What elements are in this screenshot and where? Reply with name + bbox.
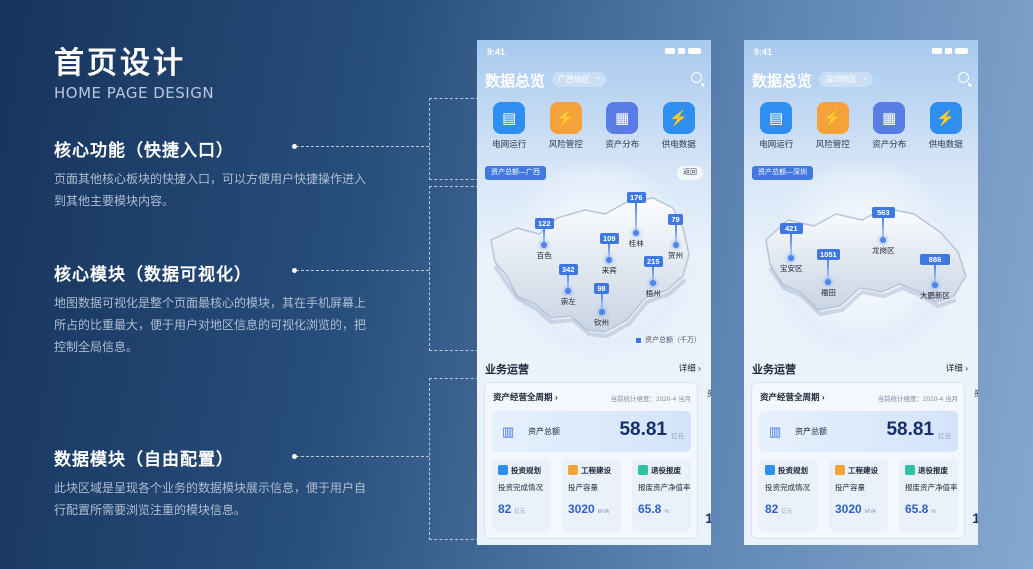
map-label: 资产总额—广西 — [485, 166, 546, 180]
quick-item-risk[interactable]: ⚡风险管控 — [807, 102, 859, 150]
connector-data-arrow — [296, 456, 429, 457]
search-icon[interactable] — [958, 72, 969, 83]
phone-guangxi: 9:41 数据总览 广西地区 ▤电网运行 ⚡风险管控 ▦资产分布 ⚡供电数据 资… — [477, 40, 711, 545]
connector-map-dot — [292, 268, 297, 273]
shenzhen-map-shape — [765, 207, 967, 317]
section-map-desc: 地图数据可视化是整个页面最核心的模块，其在手机屏幕上所占的比重最大，便于用户对地… — [54, 296, 367, 354]
asset-cycle-card: 资产经营全周期 › 当前统计维度：2020-4 当月 ▥ 资产总额 58.81 … — [751, 382, 965, 539]
next-card-peek: 1 — [972, 510, 978, 526]
next-card-peek: 1 — [705, 510, 711, 526]
building-icon: ▦ — [873, 102, 906, 134]
guangxi-map-shape — [490, 197, 690, 339]
detail-link[interactable]: 详细 › — [678, 363, 701, 373]
map-shenzhen — [744, 180, 978, 350]
connector-quick — [429, 98, 479, 180]
shield-icon: ⚡ — [816, 102, 849, 134]
grid-icon: ▤ — [760, 102, 793, 134]
grid-icon: ▤ — [493, 102, 526, 134]
power-icon: ⚡ — [929, 102, 962, 134]
map-legend: 资产总额（千万） — [636, 335, 701, 345]
invest-icon — [765, 465, 775, 475]
connector-data — [429, 378, 479, 540]
search-icon[interactable] — [691, 72, 702, 83]
quick-entry-grid: ▤电网运行 ⚡风险管控 ▦资产分布 ⚡供电数据 — [744, 102, 978, 150]
region-selector[interactable]: 深圳地区 — [819, 69, 873, 87]
quick-item-grid-run[interactable]: ▤电网运行 — [483, 102, 535, 150]
connector-quick-arrow — [296, 146, 429, 147]
section-map-title: 核心模块（数据可视化） — [54, 265, 252, 285]
building-icon: ▥ — [769, 424, 782, 439]
total-asset-value: 58.81 — [619, 419, 667, 440]
build-icon — [835, 465, 845, 475]
asset-cycle-card: 资产经营全周期 › 当前统计维度：2020-4 当月 ▥ 资产总额 58.81 … — [484, 382, 698, 539]
status-time: 9:41 — [754, 47, 773, 57]
connector-quick-dot — [292, 144, 297, 149]
page-subtitle: HOME PAGE DESIGN — [54, 84, 215, 102]
retire-icon — [905, 465, 915, 475]
next-card-peek-label: 资 — [707, 388, 711, 399]
app-title: 数据总览 — [485, 73, 546, 90]
next-card-peek-label: 资 — [974, 388, 978, 399]
power-icon: ⚡ — [662, 102, 695, 134]
card-title[interactable]: 资产经营全周期 › — [493, 392, 558, 402]
quick-item-power[interactable]: ⚡供电数据 — [653, 102, 705, 150]
section-data-title: 数据模块（自由配置） — [54, 450, 234, 470]
quick-entry-grid: ▤电网运行 ⚡风险管控 ▦资产分布 ⚡供电数据 — [477, 102, 711, 150]
detail-link[interactable]: 详细 › — [945, 363, 968, 373]
building-icon: ▦ — [606, 102, 639, 134]
map-label: 资产总额—深圳 — [752, 166, 813, 180]
page-title: 首页设计 — [54, 46, 186, 81]
quick-item-assets[interactable]: ▦资产分布 — [596, 102, 648, 150]
section-quick-entry-desc: 页面其他核心板块的快捷入口，可以方便用户快捷操作进入到其他主要模块内容。 — [54, 172, 367, 208]
quick-item-grid-run[interactable]: ▤电网运行 — [750, 102, 802, 150]
phone-shenzhen: 9:41 数据总览 深圳地区 ▤电网运行 ⚡风险管控 ▦资产分布 ⚡供电数据 资… — [744, 40, 978, 545]
map-guangxi — [477, 180, 711, 350]
invest-icon — [498, 465, 508, 475]
region-selector[interactable]: 广西地区 — [552, 69, 606, 87]
card-date: 当前统计维度：2020-4 当月 — [877, 396, 958, 403]
build-icon — [568, 465, 578, 475]
building-icon: ▥ — [502, 424, 515, 439]
section-data-desc: 此块区域是呈现各个业务的数据模块展示信息，便于用户自行配置所需要浏览注重的模块信… — [54, 481, 367, 517]
biz-title: 业务运营 — [485, 364, 529, 376]
shield-icon: ⚡ — [549, 102, 582, 134]
connector-map-arrow — [296, 270, 429, 271]
total-asset-panel: ▥ 资产总额 58.81 亿元 — [759, 411, 958, 452]
status-time: 9:41 — [487, 47, 506, 57]
card-title[interactable]: 资产经营全周期 › — [760, 392, 825, 402]
biz-title: 业务运营 — [752, 364, 796, 376]
card-date: 当前统计维度：2020-4 当月 — [610, 396, 691, 403]
status-icons — [932, 48, 968, 54]
connector-map — [429, 186, 479, 351]
connector-data-dot — [292, 454, 297, 459]
section-quick-entry-title: 核心功能（快捷入口） — [54, 141, 234, 161]
total-asset-value: 58.81 — [886, 419, 934, 440]
quick-item-assets[interactable]: ▦资产分布 — [863, 102, 915, 150]
total-asset-panel: ▥ 资产总额 58.81 亿元 — [492, 411, 691, 452]
quick-item-power[interactable]: ⚡供电数据 — [920, 102, 972, 150]
quick-item-risk[interactable]: ⚡风险管控 — [540, 102, 592, 150]
retire-icon — [638, 465, 648, 475]
back-button[interactable]: 返回 — [677, 166, 703, 180]
status-icons — [665, 48, 701, 54]
app-title: 数据总览 — [752, 73, 813, 90]
